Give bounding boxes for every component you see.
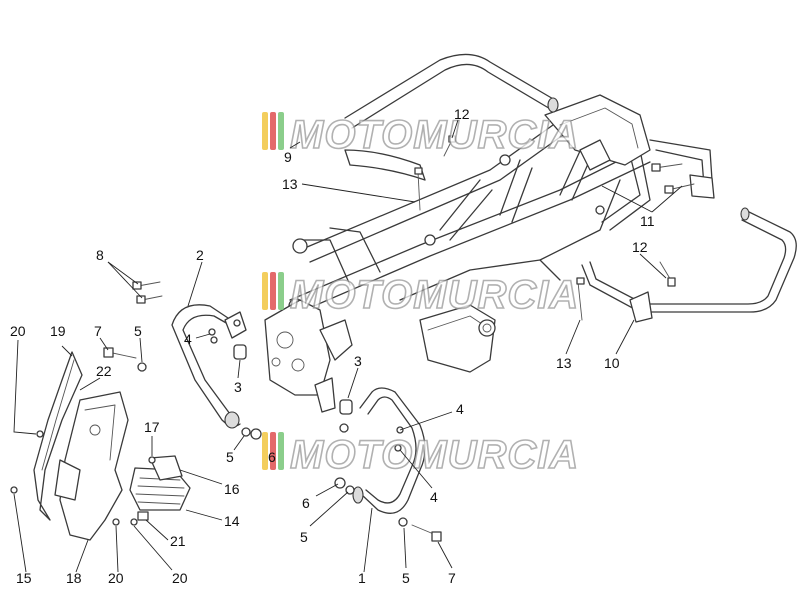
bolt-part-12-top bbox=[443, 135, 456, 157]
washers-part-4-right bbox=[394, 426, 404, 452]
front-crash-bar-part-2 bbox=[171, 304, 247, 429]
main-frame bbox=[264, 94, 651, 413]
rear-crash-bar-part-10 bbox=[581, 139, 797, 323]
protection-grill-part-14 bbox=[129, 455, 191, 521]
nut-part-6-mid bbox=[250, 428, 262, 440]
watermark-stripe-green bbox=[278, 112, 284, 150]
callout-19: 19 bbox=[50, 323, 66, 339]
nut-part-6-right bbox=[334, 477, 346, 489]
callout-5-right: 5 bbox=[402, 570, 410, 586]
callout-4-left: 4 bbox=[184, 331, 192, 347]
bolt-part-13-right bbox=[576, 277, 585, 321]
bolt-part-12-right bbox=[659, 261, 676, 287]
screw-part-20-low bbox=[130, 518, 138, 526]
leader-lines bbox=[13, 119, 683, 573]
side-cover-part-19 bbox=[33, 351, 83, 521]
callout-15: 15 bbox=[16, 570, 32, 586]
callout-1: 1 bbox=[358, 570, 366, 586]
callout-5-left: 5 bbox=[134, 323, 142, 339]
watermark-middle: MOTOMURCIA bbox=[262, 272, 579, 318]
watermark-stripe-yellow bbox=[262, 112, 268, 150]
screw-part-15 bbox=[10, 486, 18, 494]
callout-4-right-low: 4 bbox=[430, 489, 438, 505]
lower-fairing-part-18 bbox=[54, 391, 129, 541]
callout-11: 11 bbox=[640, 213, 655, 229]
callout-16: 16 bbox=[224, 481, 240, 497]
callout-21: 21 bbox=[170, 533, 186, 549]
washer-part-5-left bbox=[137, 362, 147, 372]
washer-part-5-right bbox=[398, 517, 408, 527]
callout-20-right: 20 bbox=[172, 570, 188, 586]
spacer-part-3-right bbox=[339, 399, 353, 433]
watermark-stripe-red bbox=[270, 272, 276, 310]
bolt-part-7-right bbox=[411, 524, 442, 542]
watermark-top: MOTOMURCIA bbox=[262, 112, 579, 158]
spacer-part-3-left bbox=[233, 344, 247, 360]
callout-5-lower: 5 bbox=[300, 529, 308, 545]
watermark-text: MOTOMURCIA bbox=[290, 273, 579, 317]
callout-6-right: 6 bbox=[302, 495, 310, 511]
watermark-stripe-green bbox=[278, 272, 284, 310]
callout-2: 2 bbox=[196, 247, 204, 263]
callout-10: 10 bbox=[604, 355, 620, 371]
callout-20-mid: 20 bbox=[108, 570, 124, 586]
rear-grab-rail-part-9 bbox=[344, 53, 559, 181]
callout-22: 22 bbox=[96, 363, 112, 379]
washers-part-4-left bbox=[208, 328, 218, 344]
callout-6-mid: 6 bbox=[268, 449, 276, 465]
callout-18: 18 bbox=[66, 570, 82, 586]
callout-12-right: 12 bbox=[632, 239, 648, 255]
bolts-part-11 bbox=[651, 163, 695, 194]
callout-9: 9 bbox=[284, 149, 292, 165]
callout-7-right: 7 bbox=[448, 570, 456, 586]
bolt-part-13-top bbox=[414, 167, 423, 211]
watermark-stripe-green bbox=[278, 432, 284, 470]
bolt-part-7-left bbox=[103, 347, 137, 359]
washer-part-5-mid bbox=[241, 427, 251, 437]
callout-7-left: 7 bbox=[94, 323, 102, 339]
callout-3-left: 3 bbox=[234, 379, 242, 395]
callout-3-right: 3 bbox=[354, 353, 362, 369]
screw-part-20-mid bbox=[112, 518, 120, 526]
watermark-stripe-yellow bbox=[262, 272, 268, 310]
callout-13-right: 13 bbox=[556, 355, 572, 371]
bolts-part-8 bbox=[132, 281, 163, 304]
watermark-stripe-yellow bbox=[262, 432, 268, 470]
callout-12-top: 12 bbox=[454, 106, 470, 122]
callout-4-right-top: 4 bbox=[456, 401, 464, 417]
front-crash-bar-part-1 bbox=[352, 387, 426, 514]
watermark-text: MOTOMURCIA bbox=[290, 433, 579, 477]
watermark-stripe-red bbox=[270, 432, 276, 470]
watermark-text: MOTOMURCIA bbox=[290, 113, 579, 157]
callout-20-left: 20 bbox=[10, 323, 26, 339]
callout-13-top: 13 bbox=[282, 176, 298, 192]
callout-labels: 12 9 13 11 12 13 10 8 2 4 3 3 20 19 7 5 … bbox=[10, 106, 655, 586]
watermark-stripe-red bbox=[270, 112, 276, 150]
callout-14: 14 bbox=[224, 513, 240, 529]
callout-8: 8 bbox=[96, 247, 104, 263]
callout-17: 17 bbox=[144, 419, 160, 435]
screw-part-20-top bbox=[36, 430, 44, 438]
callout-5-mid: 5 bbox=[226, 449, 234, 465]
watermark-bottom: MOTOMURCIA bbox=[262, 432, 579, 478]
